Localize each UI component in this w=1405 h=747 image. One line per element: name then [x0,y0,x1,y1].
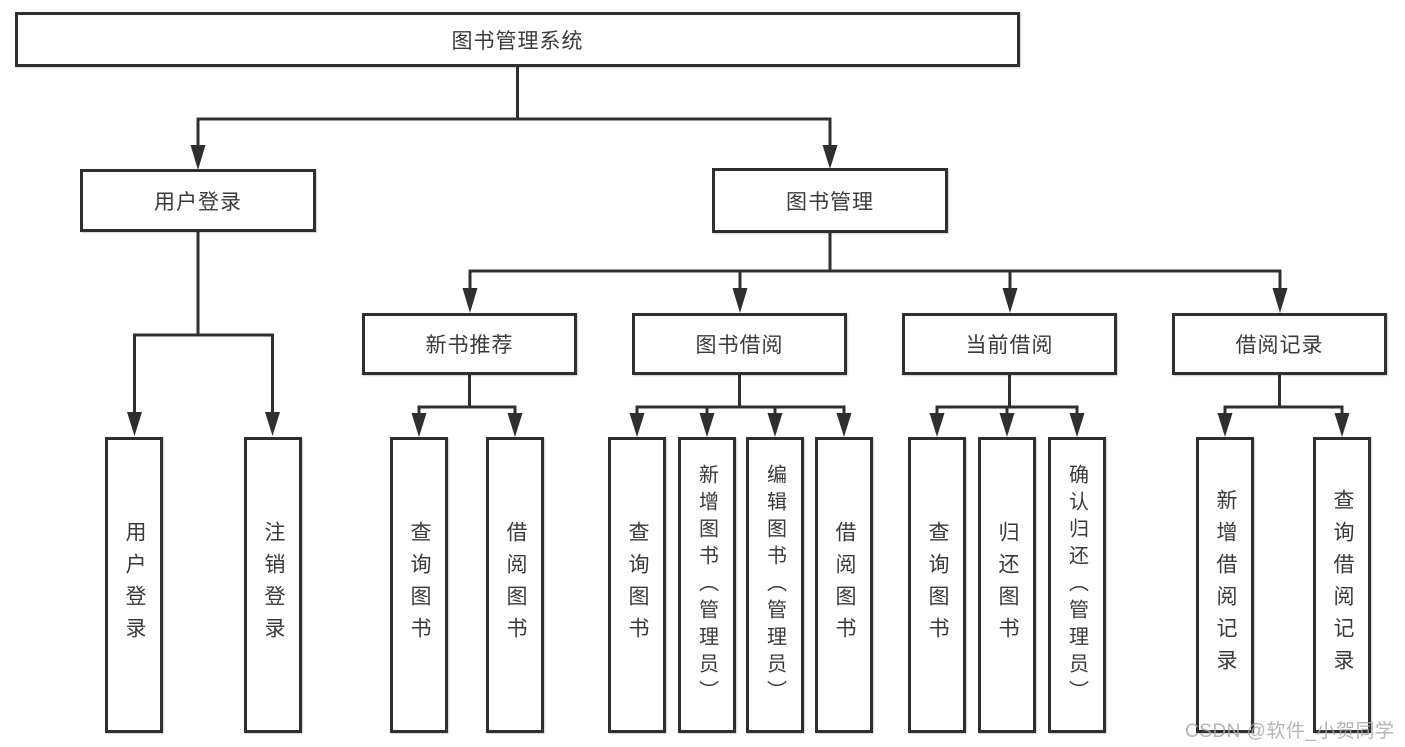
leaf-label: 查询图书 [926,521,949,649]
arrowhead-leaf-13 [1334,413,1350,437]
leaf-label: 借阅图书 [833,521,856,649]
node-book-borrowing: 图书借阅 [632,313,847,375]
arrowhead-leaf-12 [1217,413,1233,437]
connector-book-management-branch [468,231,1282,291]
node-label: 图书管理 [786,190,874,214]
leaf-label: 编辑图书（管理员） [763,463,786,707]
node-borrowing-records: 借阅记录 [1172,313,1387,375]
arrowhead-leaf-logout [265,412,280,436]
arrowhead-leaf-login [127,412,142,436]
leaf-return-books: 归还图书 [978,437,1036,733]
arrowhead-book-borrowing [732,288,748,313]
leaf-label: 借阅图书 [504,521,527,649]
node-current-borrowing: 当前借阅 [902,313,1117,375]
leaf-label: 查询图书 [626,521,649,649]
leaf-add-books-admin: 新增图书（管理员） [678,437,736,733]
connector-records-branch [1223,372,1344,416]
node-new-book-recommendation: 新书推荐 [362,313,577,375]
leaf-label: 归还图书 [996,521,1019,649]
node-user-login: 用户登录 [80,169,316,232]
arrowhead-leaf-7 [767,413,783,437]
node-label: 图书借阅 [695,334,784,357]
connector-user-login-branch [133,230,274,414]
leaf-confirm-return-admin: 确认归还（管理员） [1048,437,1106,733]
arrowhead-user-login [190,145,206,170]
node-root: 图书管理系统 [15,12,1020,67]
connector-recommendation-branch [417,372,517,416]
node-book-management: 图书管理 [712,168,948,233]
arrowhead-leaf-4 [507,413,523,437]
arrowhead-leaf-3 [411,413,427,437]
leaf-label: 用户登录 [123,521,146,649]
node-label: 用户登录 [154,190,242,214]
leaf-recommend-query-books: 查询图书 [390,437,448,733]
leaf-label: 查询借阅记录 [1331,489,1354,681]
connector-root [196,65,832,148]
leaf-label: 新增图书（管理员） [695,463,718,707]
leaf-borrowing-borrow-books: 借阅图书 [815,437,873,733]
arrowhead-borrowing-records [1272,288,1288,313]
leaf-add-borrow-record: 新增借阅记录 [1196,437,1254,733]
leaf-label: 注销登录 [262,521,285,649]
node-label: 新书推荐 [425,334,514,357]
leaf-label: 查询图书 [408,521,431,649]
arrowhead-leaf-11 [1069,413,1085,437]
leaf-query-borrow-record: 查询借阅记录 [1313,437,1371,733]
arrowhead-leaf-10 [999,413,1015,437]
leaf-recommend-borrow-books: 借阅图书 [486,437,544,733]
leaf-logout: 注销登录 [244,437,302,733]
arrowhead-book-management [822,145,838,169]
node-label: 借阅记录 [1235,334,1324,357]
leaf-user-login: 用户登录 [105,437,163,733]
connector-current-branch [935,372,1079,416]
csdn-watermark: CSDN @软件_小贺同学 [1185,721,1395,742]
leaf-current-query-books: 查询图书 [908,437,966,733]
node-root-label: 图书管理系统 [451,29,584,53]
leaf-edit-books-admin: 编辑图书（管理员） [746,437,804,733]
connector-borrowing-branch [635,372,846,416]
arrowhead-new-book-recommendation [462,288,478,313]
leaf-label: 新增借阅记录 [1214,489,1237,681]
leaf-borrowing-query-books: 查询图书 [608,437,666,733]
arrowhead-current-borrowing [1002,288,1018,313]
arrowhead-leaf-9 [929,413,945,437]
arrowhead-leaf-6 [699,413,715,437]
arrowhead-leaf-5 [629,413,645,437]
leaf-label: 确认归还（管理员） [1065,463,1088,707]
arrowhead-leaf-8 [836,413,852,437]
node-label: 当前借阅 [965,334,1054,357]
